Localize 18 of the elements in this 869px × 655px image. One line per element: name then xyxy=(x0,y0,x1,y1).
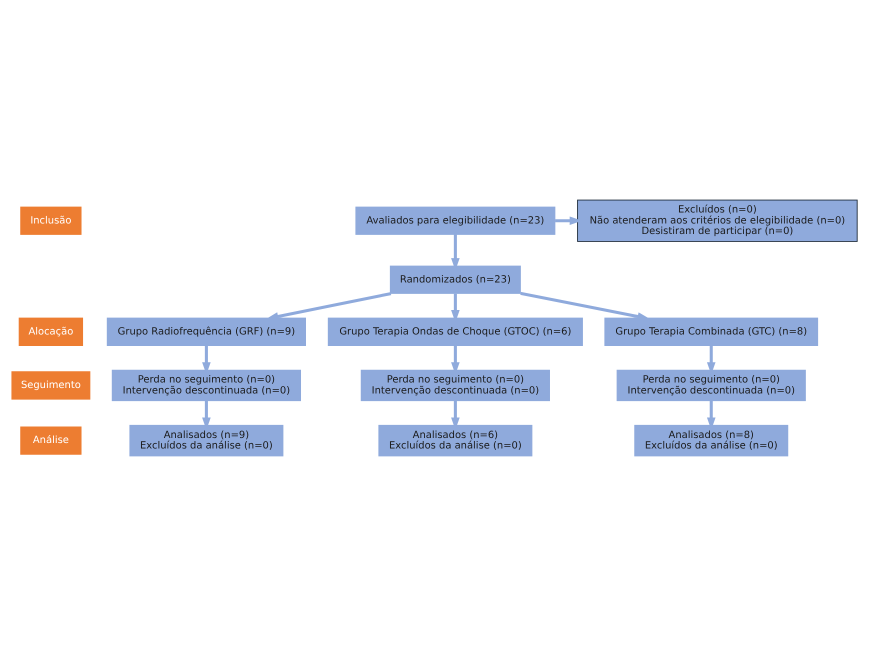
node-box: Avaliados para elegibilidade (n=23) xyxy=(355,206,556,234)
node-box: Perda no seguimento (n=0) Intervenção descontinuada (n=0) xyxy=(360,369,550,401)
node-box: Inclusão xyxy=(20,206,82,234)
node-box: Randomizados (n=23) xyxy=(390,265,521,294)
node-box: Grupo Radiofrequência (GRF) (n=9) xyxy=(106,317,306,346)
node-box: Excluídos (n=0) Não atenderam aos critérios de elegibilidade (n=0) Desistiram de participar (n=0) xyxy=(577,199,858,242)
node-box: Grupo Terapia Combinada (GTC) (n=8) xyxy=(604,317,818,346)
node-box: Analisados (n=6) Excluídos da análise (n=0) xyxy=(378,424,532,456)
node-box: Seguimento xyxy=(11,370,90,400)
node-box: Grupo Terapia Ondas de Choque (GTOC) (n=6) xyxy=(328,317,583,346)
node-box: Perda no seguimento (n=0) Intervenção descontinuada (n=0) xyxy=(616,369,806,401)
node-box: Alocação xyxy=(18,317,84,346)
node-box: Analisados (n=8) Excluídos da análise (n=0) xyxy=(634,424,788,456)
arrow xyxy=(266,292,392,320)
node-box: Perda no seguimento (n=0) Intervenção descontinuada (n=0) xyxy=(112,369,301,401)
node-box: Analisados (n=9) Excluídos da análise (n=0) xyxy=(129,424,284,456)
node-box: Análise xyxy=(20,426,82,454)
arrow xyxy=(520,291,650,320)
